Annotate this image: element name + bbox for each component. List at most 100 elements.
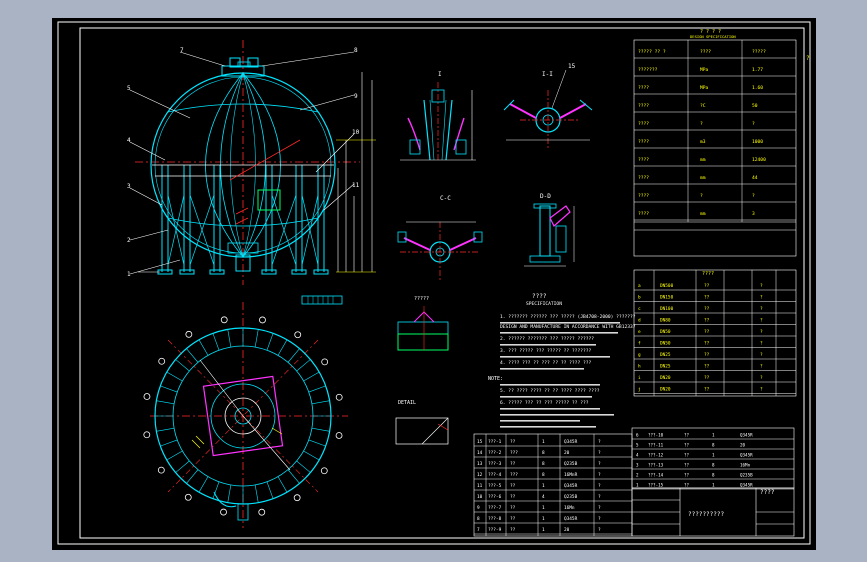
anchor-bolt-hole	[320, 467, 328, 475]
section-label-d-d: D-D	[540, 193, 551, 200]
parts-cell: 4	[542, 494, 545, 500]
detail-label-2: DETAIL	[398, 400, 416, 406]
spec-cell: ????	[638, 139, 649, 145]
plate-detail: DETAIL	[395, 400, 449, 445]
parts-cell: ?	[598, 516, 601, 522]
plan-radial-line	[287, 469, 300, 484]
parts-cell: 7	[477, 527, 480, 533]
plan-radial-line	[212, 333, 220, 351]
parts-cell: 11	[477, 483, 483, 489]
notes-line-2: DESIGN AND MANUFACTURE IN ACCORDANCE WIT…	[500, 324, 636, 330]
side-mark: ?	[806, 55, 810, 62]
parts-cell: Q345R	[564, 483, 578, 489]
parts-right-cell: ???-10	[648, 433, 664, 438]
spec-cell: ????	[638, 85, 649, 91]
spec-cell: ?	[752, 193, 755, 199]
anchor-bolt-hole	[157, 466, 165, 474]
parts-right-cell: Q345R	[740, 453, 753, 458]
plan-radial-line	[175, 359, 190, 372]
spec-cell: 50	[752, 103, 758, 109]
parts-cell: ???	[510, 450, 518, 456]
nozzle-cell: DN25	[660, 352, 671, 358]
nozzle-cell: d	[638, 318, 641, 324]
spec-table-header: ? ? ? ?	[700, 29, 721, 35]
parts-cell: ???-4	[488, 472, 502, 478]
notes-subtitle: SPECIFICATION	[526, 301, 562, 307]
parts-cell: 8	[542, 450, 545, 456]
design-spec-text: ? ? ? ? DESIGN SPECIFICATION	[690, 29, 736, 39]
parts-right-cell: ??	[684, 433, 690, 438]
anchor-bolt-hole	[335, 432, 343, 439]
nozzle-cell: DN50	[660, 341, 671, 347]
anchor-bolt-hole	[184, 493, 192, 501]
sphere-plan-view	[143, 302, 348, 528]
sphere-elevation-view	[129, 40, 376, 285]
parts-right-cell: Q345R	[740, 483, 753, 488]
parts-right-cell: 1	[712, 433, 715, 438]
parts-cell: Q235B	[564, 461, 578, 467]
nozzle-cell: ??	[704, 329, 710, 335]
parts-right-cell: 2	[636, 473, 639, 478]
section-d-d-view: D-D	[524, 193, 575, 267]
nozzle-cell: ??	[704, 295, 710, 301]
anchor-bolt-hole	[258, 508, 266, 516]
spec-cell: ?	[700, 193, 703, 199]
parts-cell: ???-8	[488, 516, 502, 522]
nozzle-cell: DN80	[660, 318, 671, 324]
anchor-bolt-hole	[321, 358, 329, 366]
nozzle-cell: DN20	[660, 387, 671, 393]
parts-cell: 1	[542, 439, 545, 445]
parts-cell: 16Mn	[564, 505, 575, 511]
parts-cell: ?	[598, 439, 601, 445]
parts-cell: ??	[510, 439, 516, 445]
spec-cell: 1.60	[752, 85, 763, 91]
part-number-8: 8	[354, 47, 358, 54]
spec-cell: m3	[700, 139, 706, 145]
plan-radial-line	[254, 484, 259, 503]
part-number-7: 7	[180, 47, 184, 54]
nozzle-cell: g	[638, 353, 641, 358]
plan-radial-line	[303, 371, 320, 382]
detail-label-1: ?????	[414, 296, 429, 302]
nozzle-table-header: ????	[702, 271, 714, 277]
parts-cell: ?	[598, 450, 601, 456]
parts-right-cell: 6	[636, 433, 639, 438]
spec-cell: ????	[638, 103, 649, 109]
nozzle-cell: DN25	[660, 364, 671, 370]
nozzle-cell: ??	[704, 318, 710, 324]
anchor-bolt-hole	[335, 393, 343, 401]
plan-radial-line	[156, 400, 175, 405]
section-i-view: I	[400, 71, 476, 161]
plan-radial-line	[175, 460, 190, 473]
nozzle-cell: DN150	[660, 295, 674, 301]
parts-cell: ??	[510, 461, 516, 467]
parts-cell: 14	[477, 450, 483, 456]
anchor-bolt-hole	[143, 393, 151, 400]
parts-cell: ??	[510, 505, 516, 511]
notes-line-3: 2. ?????? ??????? ??? ????? ??????	[500, 336, 594, 342]
nozzle-cell: ?	[760, 295, 763, 301]
parts-cell: ???-7	[488, 505, 502, 511]
spec-cell: ???????	[638, 67, 658, 73]
plan-radial-line	[186, 469, 199, 484]
parts-cell: 1	[542, 483, 545, 489]
spec-cell: ????	[700, 49, 711, 55]
parts-right-cell: ???-14	[648, 473, 664, 478]
weld-detail: ?????	[397, 296, 449, 351]
spec-cell: ?C	[700, 103, 706, 109]
spec-cell: mm	[700, 176, 706, 181]
spec-cell: ?	[700, 121, 703, 127]
plan-radial-line	[287, 348, 300, 363]
spec-cell: 44	[752, 175, 758, 181]
parts-cell: ??	[510, 494, 516, 500]
plan-radial-line	[166, 371, 183, 382]
parts-cell: Q345R	[564, 439, 578, 445]
nozzle-cell: DN20	[660, 375, 671, 381]
section-i-i-view: I-I 15	[503, 63, 593, 150]
parts-cell: ???-2	[488, 450, 502, 456]
nozzle-cell: ?	[760, 283, 763, 289]
notes-line-5: 4. ???? ??? ?? ??? ?? ?? ???? ???	[500, 360, 592, 366]
plan-radial-line	[227, 484, 232, 503]
spec-cell: ????	[638, 157, 649, 163]
plan-radial-line	[277, 476, 288, 493]
